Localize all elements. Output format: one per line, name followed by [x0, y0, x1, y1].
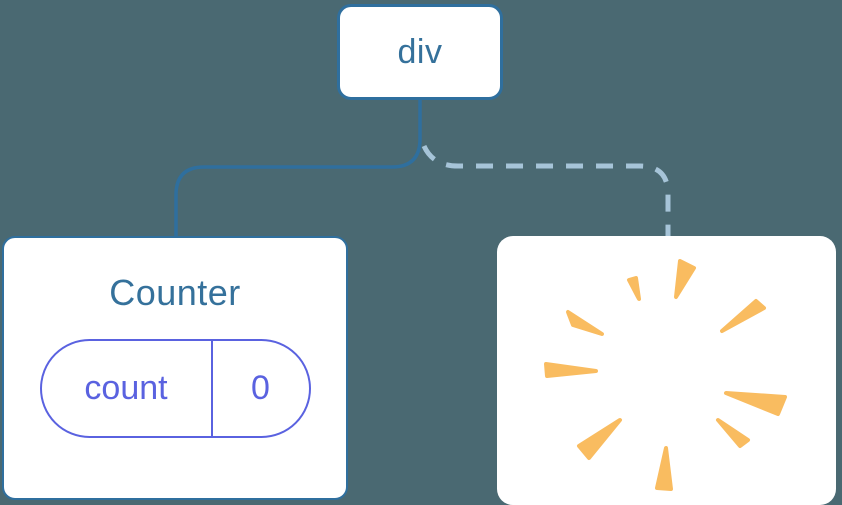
state-value: 0: [251, 369, 270, 407]
tree-node-counter: Counter count 0: [2, 236, 348, 500]
state-key-label: count: [42, 341, 213, 436]
tree-node-removed: [497, 236, 836, 505]
tree-node-div-label: div: [397, 32, 443, 71]
connector-dashed-line: [421, 144, 671, 236]
state-pill: count 0: [39, 339, 311, 438]
connector-solid-line: [174, 100, 422, 237]
tree-node-div: div: [337, 4, 503, 100]
poof-starburst-icon: [544, 259, 787, 491]
counter-title: Counter: [109, 272, 241, 313]
